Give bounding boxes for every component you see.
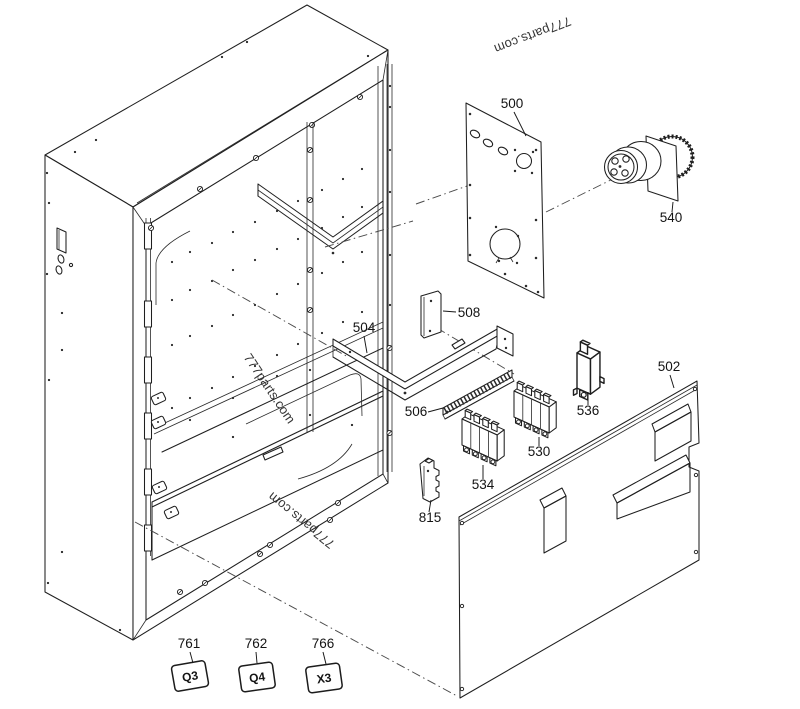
part-530-breaker bbox=[513, 380, 557, 439]
mounting-rail-right bbox=[386, 64, 393, 472]
part-815-clamp bbox=[419, 457, 440, 503]
mounting-rail-left bbox=[306, 122, 314, 432]
part-508-bracket bbox=[420, 290, 442, 339]
label-leader-lines bbox=[189, 111, 675, 665]
door-louver-left bbox=[539, 487, 567, 554]
part-540-socket bbox=[603, 134, 695, 202]
part-500-mounting-plate bbox=[465, 102, 545, 299]
cabinet-enclosure bbox=[44, 4, 393, 641]
label-815: 815 bbox=[419, 510, 442, 525]
inner-v-bracket bbox=[257, 183, 384, 255]
tag-766-plate: X3 bbox=[305, 662, 343, 694]
label-506: 506 bbox=[405, 404, 428, 419]
part-534-breaker bbox=[461, 408, 505, 467]
label-502: 502 bbox=[658, 359, 681, 374]
label-762: 762 bbox=[245, 636, 268, 651]
part-506-din-rail bbox=[442, 369, 515, 420]
tag-762-text: Q4 bbox=[248, 669, 266, 685]
label-766: 766 bbox=[312, 636, 335, 651]
side-panel-holes bbox=[45, 171, 122, 632]
part-536-breaker bbox=[572, 339, 605, 401]
tag-762-plate: Q4 bbox=[238, 661, 276, 693]
label-534: 534 bbox=[472, 477, 495, 492]
label-536: 536 bbox=[577, 403, 600, 418]
label-530: 530 bbox=[528, 444, 551, 459]
door-louver-upper-right bbox=[651, 403, 692, 462]
part-502-door-panel bbox=[458, 380, 700, 699]
label-508: 508 bbox=[458, 305, 481, 320]
part-504-angle-rail bbox=[332, 325, 514, 401]
tag-766-text: X3 bbox=[316, 670, 333, 686]
label-504: 504 bbox=[353, 320, 376, 335]
tag-761-text: Q3 bbox=[181, 668, 200, 685]
door-louver-lower-right bbox=[612, 454, 691, 520]
label-761: 761 bbox=[178, 636, 201, 651]
label-500: 500 bbox=[501, 96, 524, 111]
label-540: 540 bbox=[660, 210, 683, 225]
watermark-top-right: 777parts.com bbox=[492, 14, 573, 57]
tag-761-plate: Q3 bbox=[170, 660, 210, 692]
part-number-labels: 500 540 504 508 506 530 534 536 502 815 … bbox=[178, 96, 683, 651]
side-louver-cutout bbox=[56, 227, 67, 254]
hinge-strip bbox=[143, 218, 153, 556]
